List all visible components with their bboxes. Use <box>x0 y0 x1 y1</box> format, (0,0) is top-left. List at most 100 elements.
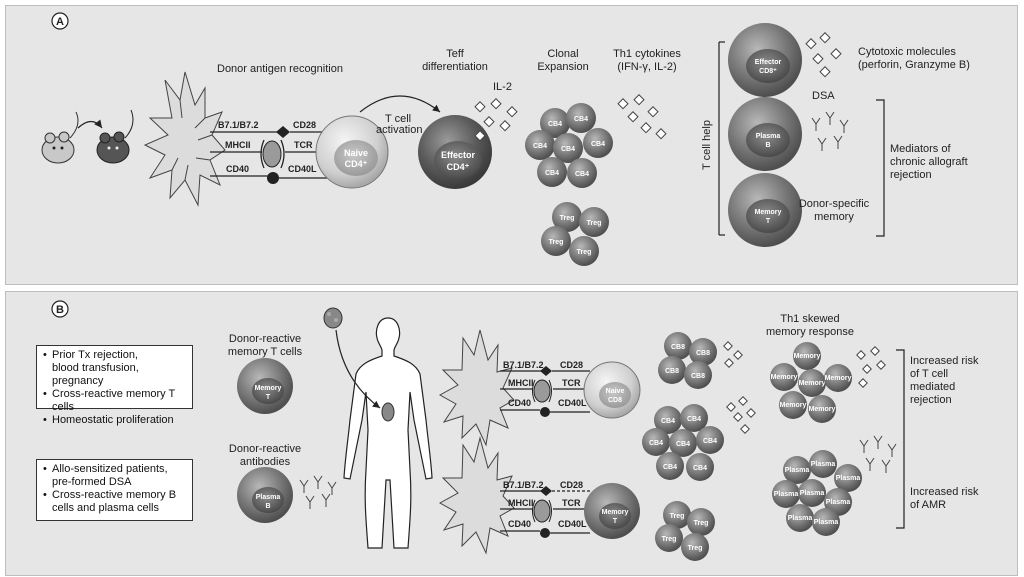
panel-a-label: A <box>51 12 69 30</box>
donor-mouse-icon <box>96 109 134 164</box>
svg-text:CD8⁺: CD8⁺ <box>759 68 777 75</box>
increased-amr-label-2: of AMR <box>910 499 946 511</box>
svg-text:CB4: CB4 <box>649 440 663 447</box>
cd40-label: CD40 <box>226 164 249 174</box>
svg-text:Effector: Effector <box>755 59 782 66</box>
svg-text:CB8: CB8 <box>665 368 679 375</box>
svg-text:Effector: Effector <box>441 150 476 160</box>
memory-t-cell-b: Memory T <box>237 358 293 414</box>
il2-label: IL-2 <box>493 81 512 93</box>
activation-arrow <box>359 95 441 113</box>
increased-amr-label-1: Increased risk <box>910 486 979 498</box>
svg-text:Treg: Treg <box>587 220 602 227</box>
panel-b <box>5 291 1018 576</box>
donor-reactive-memory-label-1: Donor-reactive <box>229 333 301 345</box>
svg-text:CD4⁺: CD4⁺ <box>345 159 368 169</box>
naive-cd4-cell: Naive CD4⁺ <box>315 115 389 189</box>
svg-text:Memory: Memory <box>771 374 798 381</box>
svg-text:B7.1/B7.2: B7.1/B7.2 <box>503 360 544 370</box>
svg-text:CD40L: CD40L <box>558 398 587 408</box>
svg-text:B: B <box>765 142 770 149</box>
increased-tcell-label-1: Increased risk <box>910 355 979 367</box>
svg-text:MHCII: MHCII <box>508 498 534 508</box>
svg-text:TCR: TCR <box>562 498 581 508</box>
svg-text:Memory: Memory <box>780 402 807 409</box>
plasma-b-cell-b: Plasma B <box>237 467 293 523</box>
svg-text:Memory: Memory <box>755 209 782 216</box>
donor-reactive-antibodies-label-2: antibodies <box>240 456 291 468</box>
svg-text:B7.1/B7.2: B7.1/B7.2 <box>503 480 544 490</box>
dendritic-cell-a <box>143 71 226 207</box>
memory-t-cell-sources-box: Prior Tx rejection,blood transfusion, pr… <box>36 345 193 427</box>
svg-text:CB4: CB4 <box>545 170 559 177</box>
box1-item-2: Cross-reactive memory T cells <box>43 388 187 414</box>
recipient-mouse-icon <box>41 111 79 164</box>
donor-antigen-recognition-label: Donor antigen recognition <box>217 63 343 75</box>
treg-cluster-a: Treg Treg Treg Treg <box>541 202 609 266</box>
mediators-label-1: Mediators of <box>890 143 951 155</box>
th1-skewed-label-1: Th1 skewed <box>780 313 839 325</box>
increased-tcell-label-3: mediated <box>910 381 955 393</box>
svg-text:CB8: CB8 <box>671 344 685 351</box>
svg-text:CD4⁺: CD4⁺ <box>447 162 470 172</box>
donor-reactive-antibodies-label-1: Donor-reactive <box>229 443 301 455</box>
t-cell-activation-label-2: activation <box>376 124 422 136</box>
kidney-graft-icon <box>381 402 395 422</box>
svg-text:CD40: CD40 <box>508 519 531 529</box>
svg-text:Plasma: Plasma <box>800 490 825 497</box>
svg-text:TCR: TCR <box>562 378 581 388</box>
cd40l-label: CD40L <box>288 164 317 174</box>
dendritic-cell-b-top <box>438 329 515 447</box>
il2-cytokine-icons <box>474 98 518 142</box>
th1-skewed-label-2: memory response <box>766 326 854 338</box>
effector-cd4-cell: Effector CD4⁺ <box>418 115 492 189</box>
panel-b-label: B <box>51 300 69 318</box>
svg-text:Treg: Treg <box>549 239 564 246</box>
memory-cluster: Memory Memory Memory Memory Memory Memor… <box>770 342 852 423</box>
svg-text:Treg: Treg <box>670 513 685 520</box>
svg-text:B: B <box>265 503 270 510</box>
mediators-label-3: rejection <box>890 169 932 181</box>
tcr-label: TCR <box>294 140 313 150</box>
human-figure <box>343 317 433 549</box>
donor-kidney-icon <box>323 307 343 329</box>
cytotoxic-molecule-icons <box>805 32 842 78</box>
svg-text:CB4: CB4 <box>661 418 675 425</box>
th1-cytokine-icons <box>617 94 667 140</box>
plasma-b-cell-a: Plasma B <box>728 97 802 171</box>
svg-text:Plasma: Plasma <box>826 499 851 506</box>
box2-item-1: Allo-sensitized patients,pre-formed DSA <box>43 463 187 489</box>
svg-text:Plasma: Plasma <box>756 133 781 140</box>
cytotoxic-label-1: Cytotoxic molecules <box>858 46 956 58</box>
cb4-cluster-a: CB4 CB4 CB4 CB4 CB4 CB4 CB4 <box>525 103 613 188</box>
svg-text:Plasma: Plasma <box>788 515 813 522</box>
svg-text:Memory: Memory <box>255 385 282 392</box>
teff-label-1: Teff <box>446 48 464 60</box>
svg-text:CB4: CB4 <box>703 438 717 445</box>
svg-text:CB4: CB4 <box>687 416 701 423</box>
svg-text:Naive: Naive <box>606 388 625 395</box>
svg-text:Plasma: Plasma <box>836 475 861 482</box>
antibody-icons-b-right <box>859 435 897 473</box>
teff-label-2: differentiation <box>422 61 488 73</box>
svg-text:Plasma: Plasma <box>811 461 836 468</box>
svg-text:CB8: CB8 <box>691 373 705 380</box>
svg-text:CD8: CD8 <box>608 397 622 404</box>
memory-t-cell-b-interaction: Memory T <box>584 483 640 539</box>
b7-label: B7.1/B7.2 <box>218 120 259 130</box>
svg-text:Memory: Memory <box>794 353 821 360</box>
svg-text:T: T <box>266 394 271 401</box>
svg-text:CB4: CB4 <box>693 465 707 472</box>
plasma-cluster: Plasma Plasma Plasma Plasma Plasma Plasm… <box>772 450 862 536</box>
mediators-bracket <box>876 99 885 237</box>
svg-text:A: A <box>56 16 64 28</box>
svg-text:CB8: CB8 <box>696 350 710 357</box>
svg-text:CB4: CB4 <box>676 441 690 448</box>
svg-text:CD28: CD28 <box>560 360 583 370</box>
memory-t-cell-a: Memory T <box>728 173 802 247</box>
svg-text:Plasma: Plasma <box>814 519 839 526</box>
donor-specific-label-1: Donor-specific <box>799 198 870 210</box>
dendritic-cell-b-bottom <box>438 436 515 555</box>
